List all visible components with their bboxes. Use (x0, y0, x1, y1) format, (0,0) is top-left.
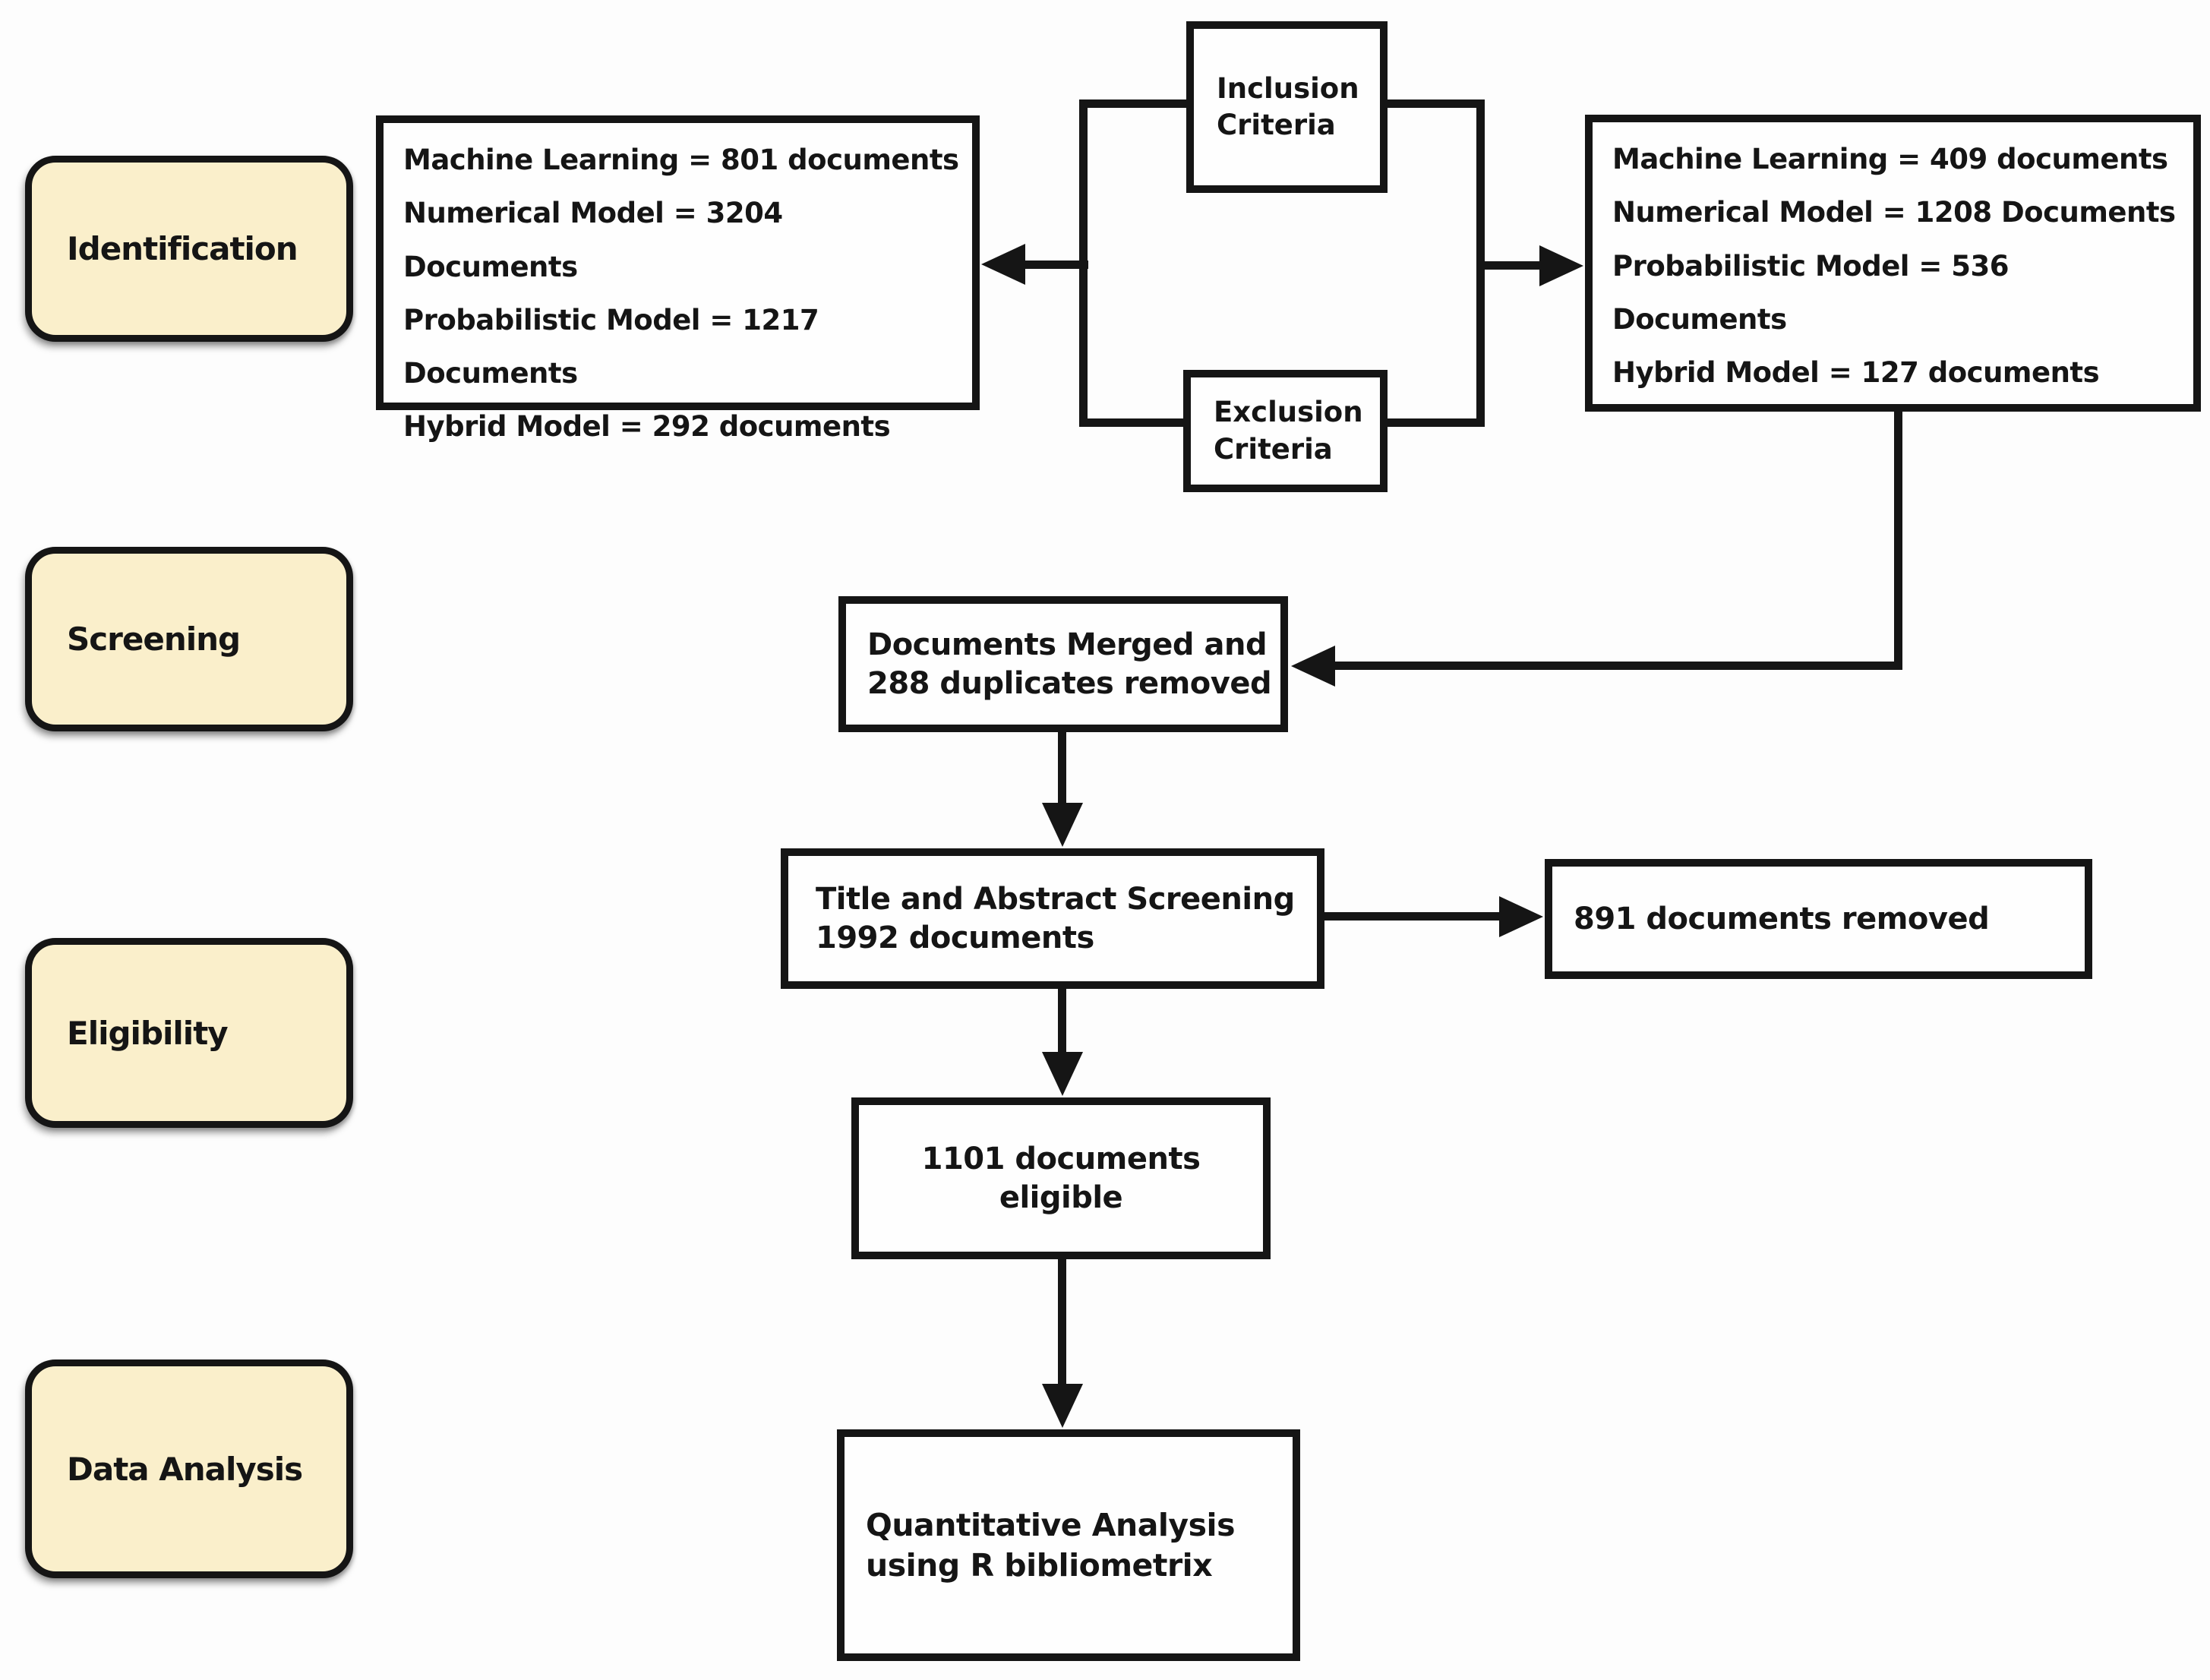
arrowhead-into-left-source-icon (981, 244, 1025, 285)
left-source-line: Numerical Model = 3204 Documents (403, 197, 783, 283)
arrowhead-into-quantitative-icon (1042, 1384, 1083, 1428)
stage-identification-label: Identification (67, 230, 298, 267)
documents-removed-label: 891 documents removed (1574, 901, 1990, 936)
right-source-counts-box: Machine Learning = 409 documents Numeric… (1585, 115, 2201, 412)
arrowhead-into-right-source-icon (1539, 245, 1583, 286)
inclusion-criteria-line2: Criteria (1217, 109, 1336, 141)
left-source-counts-box: Machine Learning = 801 documents Numeric… (376, 115, 980, 443)
left-source-line: Probabilistic Model = 1217 Documents (403, 303, 819, 390)
arrow-to-right-source-line (1480, 261, 1542, 270)
documents-eligible-box: 1101 documents eligible (851, 1097, 1271, 1259)
stage-eligibility: Eligibility (25, 938, 353, 1128)
exclusion-criteria-box: Exclusion Criteria (1183, 370, 1388, 492)
arrow-to-left-source-line (1018, 261, 1088, 269)
stage-screening: Screening (25, 547, 353, 731)
title-to-removed-line (1324, 912, 1501, 921)
documents-eligible-line2: eligible (999, 1179, 1123, 1215)
quantitative-analysis-line2: using R bibliometrix (866, 1546, 1213, 1584)
arrowhead-into-title-icon (1042, 803, 1083, 847)
exclusion-criteria-line1: Exclusion (1214, 396, 1363, 429)
left-source-line: Machine Learning = 801 documents (403, 144, 959, 176)
documents-eligible-line1: 1101 documents (921, 1141, 1201, 1176)
right-source-line: Machine Learning = 409 documents (1612, 143, 2168, 175)
quantitative-analysis-line1: Quantitative Analysis (866, 1507, 1236, 1544)
stage-eligibility-label: Eligibility (67, 1014, 229, 1052)
title-to-eligible-line (1058, 989, 1066, 1056)
title-abstract-line1: Title and Abstract Screening (816, 881, 1295, 917)
right-rail-top-line (1384, 99, 1480, 108)
left-rail-bottom-line (1084, 418, 1187, 427)
documents-merged-line2: 288 duplicates removed (867, 665, 1272, 701)
title-abstract-line2: 1992 documents (816, 920, 1094, 955)
title-abstract-screening-box: Title and Abstract Screening 1992 docume… (781, 848, 1324, 989)
drop-to-merged-line (1331, 662, 1902, 670)
merged-to-title-line (1058, 732, 1066, 807)
right-source-drop-line (1894, 412, 1902, 670)
arrowhead-into-removed-icon (1499, 896, 1543, 937)
inclusion-criteria-line1: Inclusion (1217, 71, 1359, 105)
documents-removed-box: 891 documents removed (1545, 859, 2092, 979)
stage-data-analysis-label: Data Analysis (67, 1450, 303, 1488)
right-source-line: Hybrid Model = 127 documents (1612, 356, 2100, 390)
documents-merged-line1: Documents Merged and (867, 627, 1268, 662)
stage-screening-label: Screening (67, 621, 241, 658)
arrowhead-into-eligible-icon (1042, 1052, 1083, 1096)
documents-merged-box: Documents Merged and 288 duplicates remo… (838, 596, 1288, 732)
stage-identification: Identification (25, 156, 353, 342)
stage-data-analysis: Data Analysis (25, 1359, 353, 1578)
eligible-to-quantitative-line (1058, 1259, 1066, 1388)
right-rail-bottom-line (1384, 418, 1480, 427)
left-source-line: Hybrid Model = 292 documents (403, 410, 891, 444)
inclusion-criteria-box: Inclusion Criteria (1186, 21, 1388, 193)
quantitative-analysis-box: Quantitative Analysis using R bibliometr… (837, 1429, 1300, 1661)
arrowhead-into-merged-icon (1291, 646, 1335, 687)
right-source-line: Numerical Model = 1208 Documents (1612, 196, 2176, 229)
right-source-line: Probabilistic Model = 536 Documents (1612, 249, 2009, 336)
exclusion-criteria-line2: Criteria (1214, 432, 1333, 466)
left-rail-top-line (1084, 99, 1190, 108)
